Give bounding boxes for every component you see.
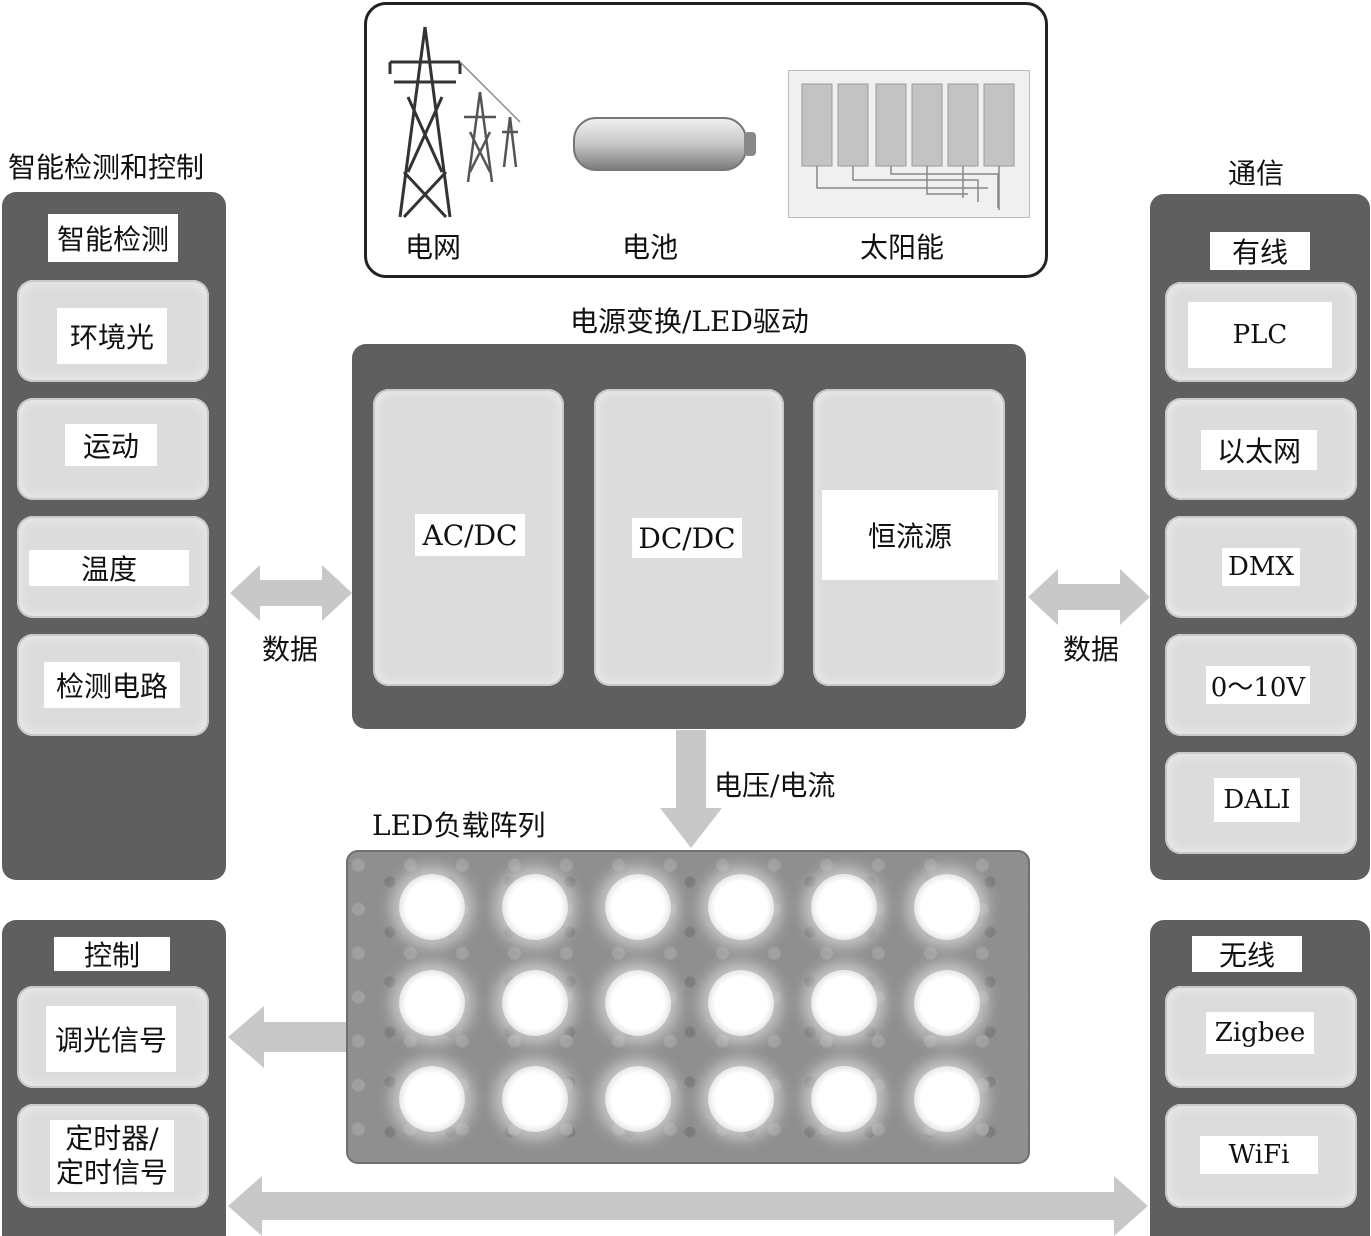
wireless-label-zigbee: Zigbee xyxy=(1206,1012,1314,1054)
source-label-solar: 太阳能 xyxy=(860,231,945,264)
led-lamp xyxy=(605,970,671,1036)
battery-icon xyxy=(573,117,756,171)
power-driver-title: 电源变换/LED驱动 xyxy=(570,305,809,338)
communication-title: 通信 xyxy=(1228,157,1285,190)
wired-label-dmx: DMX xyxy=(1222,548,1300,586)
led-lamp xyxy=(502,874,568,940)
wireless-label-wifi: WiFi xyxy=(1200,1136,1318,1174)
led-lamp xyxy=(708,874,774,940)
led-lamp xyxy=(914,874,980,940)
source-label-grid: 电网 xyxy=(405,231,462,264)
led-lamp xyxy=(811,970,877,1036)
led-lamp xyxy=(914,970,980,1036)
led-grid xyxy=(346,850,1030,1164)
data-label-right: 数据 xyxy=(1063,633,1120,666)
wired-label-ethernet: 以太网 xyxy=(1201,430,1317,470)
led-lamp xyxy=(399,1066,465,1132)
led-lamp xyxy=(502,970,568,1036)
control-header: 控制 xyxy=(54,937,170,972)
sensing-control-title: 智能检测和控制 xyxy=(8,151,205,184)
voltage-current-label: 电压/电流 xyxy=(714,769,836,802)
led-lamp xyxy=(399,874,465,940)
constant-current-label: 恒流源 xyxy=(822,490,998,580)
sensing-label-circuit: 检测电路 xyxy=(44,662,180,708)
sensing-label-temperature: 温度 xyxy=(29,550,189,586)
wireless-header: 无线 xyxy=(1192,936,1302,972)
data-arrow-right xyxy=(1028,569,1150,625)
sensing-label-motion: 运动 xyxy=(65,424,157,466)
sensing-header: 智能检测 xyxy=(48,214,178,262)
wired-label-dali: DALI xyxy=(1214,778,1300,822)
voltage-current-arrow xyxy=(660,730,722,848)
dimming-signal-arrow xyxy=(228,1006,350,1068)
control-label-timer-line2: 定时信号 xyxy=(55,1156,168,1189)
control-label-timer-line1: 定时器/ xyxy=(65,1122,159,1155)
led-lamp xyxy=(605,1066,671,1132)
sensing-label-ambient-light: 环境光 xyxy=(57,308,167,364)
led-lamp xyxy=(811,874,877,940)
led-lamp xyxy=(914,1066,980,1132)
led-lamp xyxy=(399,970,465,1036)
data-label-left: 数据 xyxy=(262,633,319,666)
dcdc-label: DC/DC xyxy=(632,518,742,558)
led-lamp xyxy=(502,1066,568,1132)
bottom-double-arrow xyxy=(228,1176,1148,1236)
led-lamp xyxy=(811,1066,877,1132)
data-arrow-left xyxy=(230,565,352,621)
led-lamp xyxy=(708,970,774,1036)
power-tower-icon xyxy=(388,26,521,219)
wired-label-0-10v: 0～10V xyxy=(1206,666,1310,704)
control-label-dimming: 调光信号 xyxy=(46,1006,176,1072)
solar-panel-icon xyxy=(788,70,1030,218)
led-lamp xyxy=(605,874,671,940)
source-label-battery: 电池 xyxy=(622,231,679,264)
acdc-label: AC/DC xyxy=(415,514,525,556)
wired-label-plc: PLC xyxy=(1188,302,1332,368)
control-label-timer: 定时器/ 定时信号 xyxy=(50,1120,174,1192)
led-array-title: LED负载阵列 xyxy=(372,809,546,842)
wired-header: 有线 xyxy=(1210,232,1310,270)
led-lamp xyxy=(708,1066,774,1132)
